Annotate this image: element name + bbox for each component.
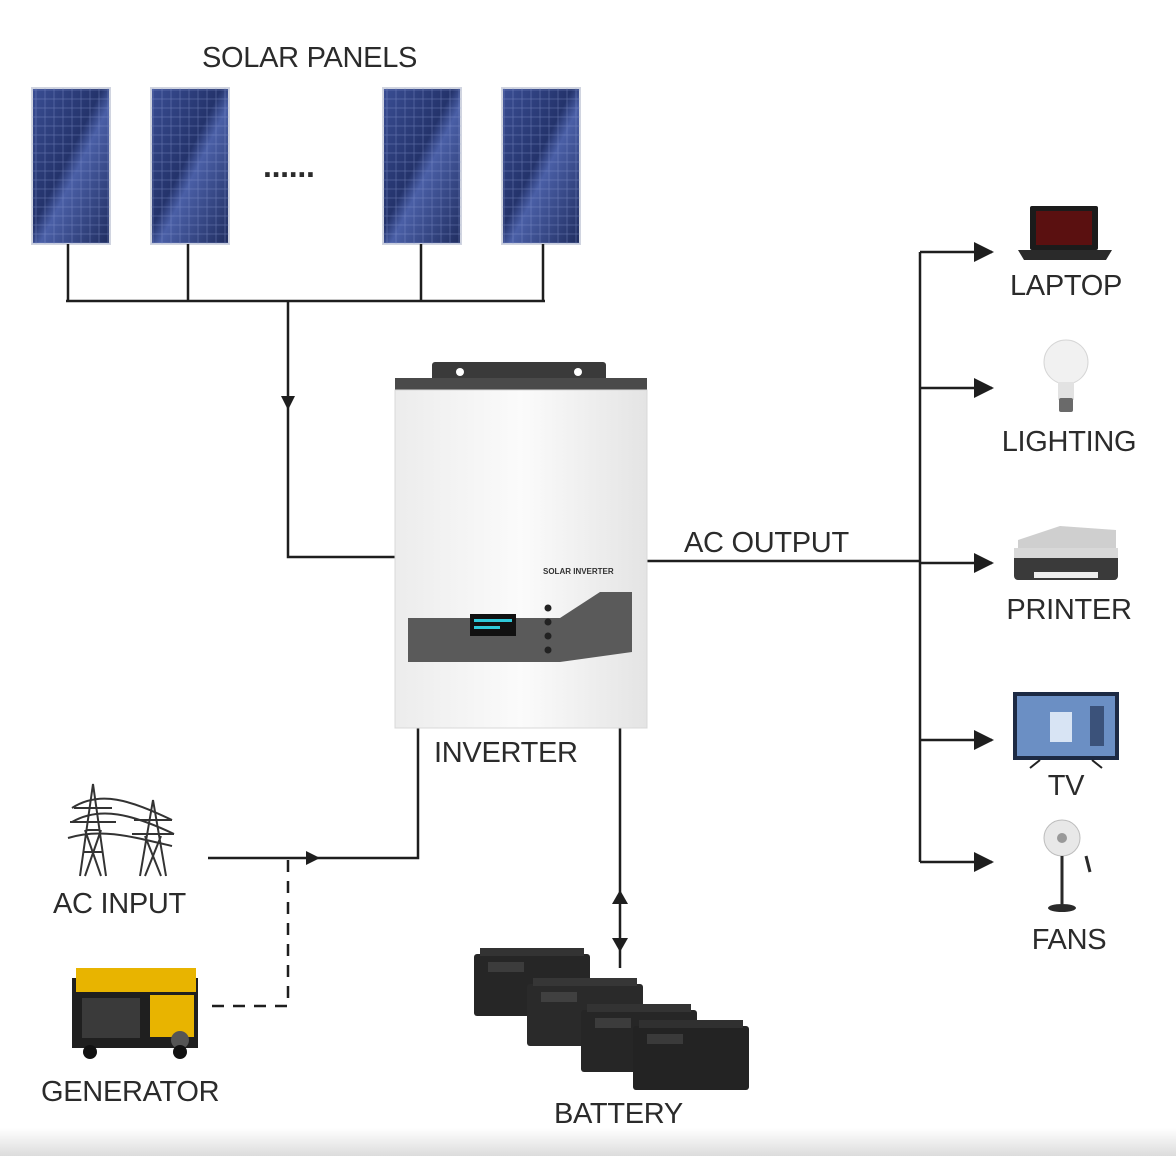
load-label-lighting: LIGHTING [1001, 426, 1137, 458]
load-label-tv: TV [1047, 770, 1085, 802]
inverter-button [544, 646, 552, 654]
wiring [66, 244, 922, 968]
solar-panel-4 [501, 87, 581, 245]
inverter-button [544, 604, 552, 612]
fan-icon [1043, 819, 1092, 912]
flow-arrows [281, 396, 628, 952]
bottom-shadow [0, 1128, 1176, 1156]
inverter-unit [394, 362, 648, 729]
load-label-fans: FANS [1031, 924, 1107, 956]
printer-icon [1014, 526, 1118, 580]
load-label-printer: PRINTER [1006, 594, 1132, 626]
laptop-icon [1018, 206, 1112, 260]
battery-bank-icon [474, 948, 749, 1090]
load-label-laptop: LAPTOP [1009, 270, 1123, 302]
generator-label: GENERATOR [41, 1076, 220, 1108]
ac-input-label: AC INPUT [53, 888, 186, 920]
inverter-lcd [470, 614, 516, 636]
inverter-label: INVERTER [434, 737, 578, 769]
ac-output-label: AC OUTPUT [684, 527, 849, 559]
power-tower-icon [67, 783, 175, 877]
inverter-button [544, 618, 552, 626]
inverter-button [544, 632, 552, 640]
inverter-brand-text: SOLAR INVERTER [543, 567, 614, 576]
battery-unit [633, 1020, 749, 1090]
battery-label: BATTERY [554, 1098, 683, 1130]
solar-panels-label: SOLAR PANELS [202, 42, 418, 74]
lightbulb-icon [1043, 339, 1089, 412]
solar-panel-2 [150, 87, 230, 245]
tv-icon [1013, 692, 1119, 769]
load-branches [920, 242, 994, 872]
solar-panel-3 [382, 87, 462, 245]
solar-panel-1 [31, 87, 111, 245]
generator-link [212, 858, 290, 1008]
generator-icon [72, 968, 198, 1059]
more-panels-ellipsis: ...... [263, 148, 315, 184]
